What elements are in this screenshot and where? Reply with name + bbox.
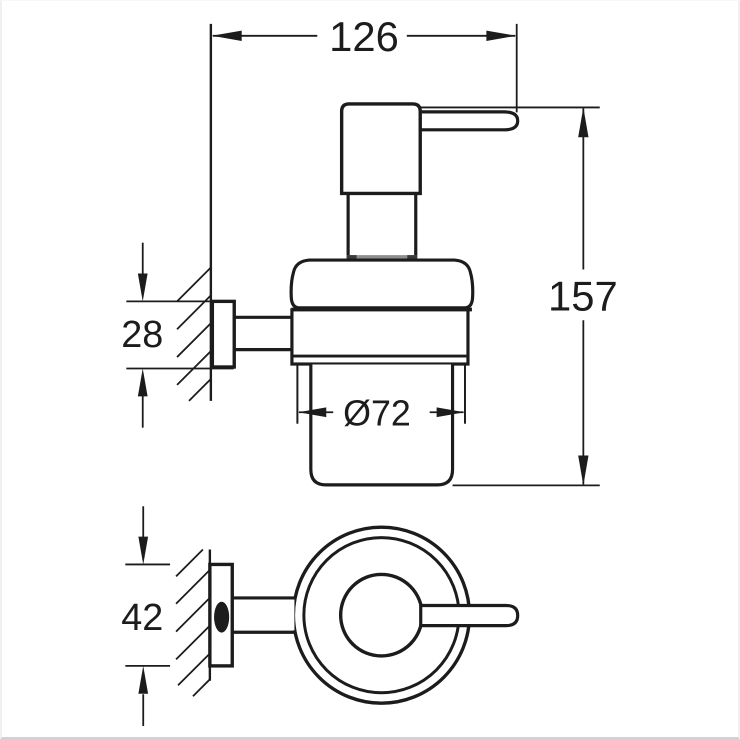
top-view: 42: [121, 506, 520, 727]
dim-label-126: 126: [329, 13, 399, 60]
dimension-overall-height: 157: [420, 106, 618, 487]
wall-hatch-top: [175, 548, 211, 697]
glass-tumbler: [309, 364, 455, 487]
arrow-down-icon: [578, 455, 589, 486]
arrow-up-icon: [138, 665, 149, 694]
stem-seat-shading: [346, 255, 418, 261]
dimension-overall-width: 126: [211, 13, 518, 113]
dimension-bracket-height-top: 42: [121, 506, 171, 727]
wall-hatch-front: [176, 266, 212, 402]
dim-label-28: 28: [121, 314, 163, 356]
mounting-arm-fill: [232, 599, 295, 631]
arrow-down-icon: [138, 536, 149, 565]
mounting-screw: [214, 601, 230, 633]
mounting-arm-front: [234, 315, 292, 352]
mounting-arm-top: [232, 596, 295, 634]
pump-lever: [419, 603, 520, 628]
pump-spout: [417, 110, 520, 132]
arrow-down-icon: [137, 273, 148, 302]
pump-head: [339, 102, 422, 196]
bottle-lid: [289, 258, 475, 310]
dimension-bracket-height-front: 28: [121, 242, 234, 428]
arrow-up-icon: [137, 368, 148, 397]
arrow-left-icon: [211, 30, 242, 41]
dim-label-d72: Ø72: [343, 394, 411, 434]
arrow-right-icon: [486, 30, 517, 41]
front-view: 126 157 28: [121, 13, 618, 487]
pump-stem: [346, 193, 418, 257]
dim-label-157: 157: [548, 272, 618, 319]
arrow-right-icon: [436, 407, 465, 418]
wall-plate-front: [210, 299, 236, 369]
dimension-glass-diameter: Ø72: [296, 365, 466, 434]
pump-head-circle: [338, 572, 424, 658]
dim-label-42: 42: [121, 597, 163, 639]
arrow-up-icon: [578, 107, 589, 138]
arrow-left-icon: [298, 407, 327, 418]
